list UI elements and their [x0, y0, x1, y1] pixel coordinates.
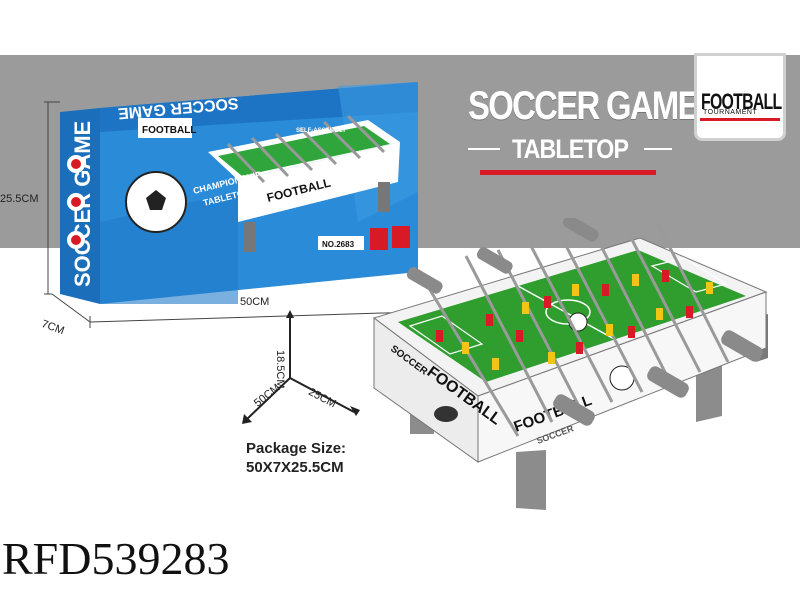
- box-table-field: [218, 126, 390, 176]
- title-divider-left: [468, 148, 500, 150]
- table-leg-front-right: [696, 362, 722, 422]
- product-code: RFD539283: [2, 533, 230, 584]
- product-box-image: SOCCER GAME SOCCER GAME FOOTBALL SELF-AS…: [44, 82, 418, 328]
- badge-subtitle: TOURNAMENT: [703, 109, 758, 116]
- box-brand-label: FOOTBALL: [142, 125, 196, 136]
- foosball-table-image: SOCCER FOOTBALL FOOTBALL SOCCER: [372, 218, 768, 510]
- width-axis-line: [289, 377, 355, 413]
- box-width-label: 50CM: [240, 296, 270, 308]
- box-table-side: [238, 142, 400, 222]
- table-goal-opening: [434, 406, 458, 422]
- title-divider-right: [644, 148, 672, 150]
- header-subtitle: TABLETOP: [512, 134, 629, 164]
- box-brand-plate: [138, 118, 192, 138]
- football-badge: [694, 53, 786, 141]
- package-size-value: 50X7X25.5CM: [246, 459, 344, 476]
- players-yellow-team: [462, 274, 713, 370]
- rod-handles: [406, 218, 763, 426]
- box-item-number: NO.2683: [322, 240, 355, 249]
- box-height-label: 25.5CM: [0, 193, 39, 205]
- table-leg-front-left: [516, 450, 546, 510]
- badge-red-line: [700, 118, 780, 121]
- box-age-badge: [370, 228, 388, 250]
- header-red-bar: [480, 170, 656, 175]
- dimension-axes-diagram: [242, 310, 360, 424]
- box-self-assembly: SELF-ASSEMBLY: [296, 128, 346, 134]
- header-title: SOCCER GAME: [468, 84, 699, 128]
- badge-title: FOOTBALL: [701, 89, 782, 114]
- field-center-circle: [545, 299, 591, 325]
- depth-dimension-line: [51, 293, 91, 323]
- players-red-team: [436, 270, 693, 354]
- package-size-label: Package Size:: [246, 440, 347, 457]
- depth-axis-line: [245, 377, 291, 421]
- width-dimension-line: [89, 311, 417, 323]
